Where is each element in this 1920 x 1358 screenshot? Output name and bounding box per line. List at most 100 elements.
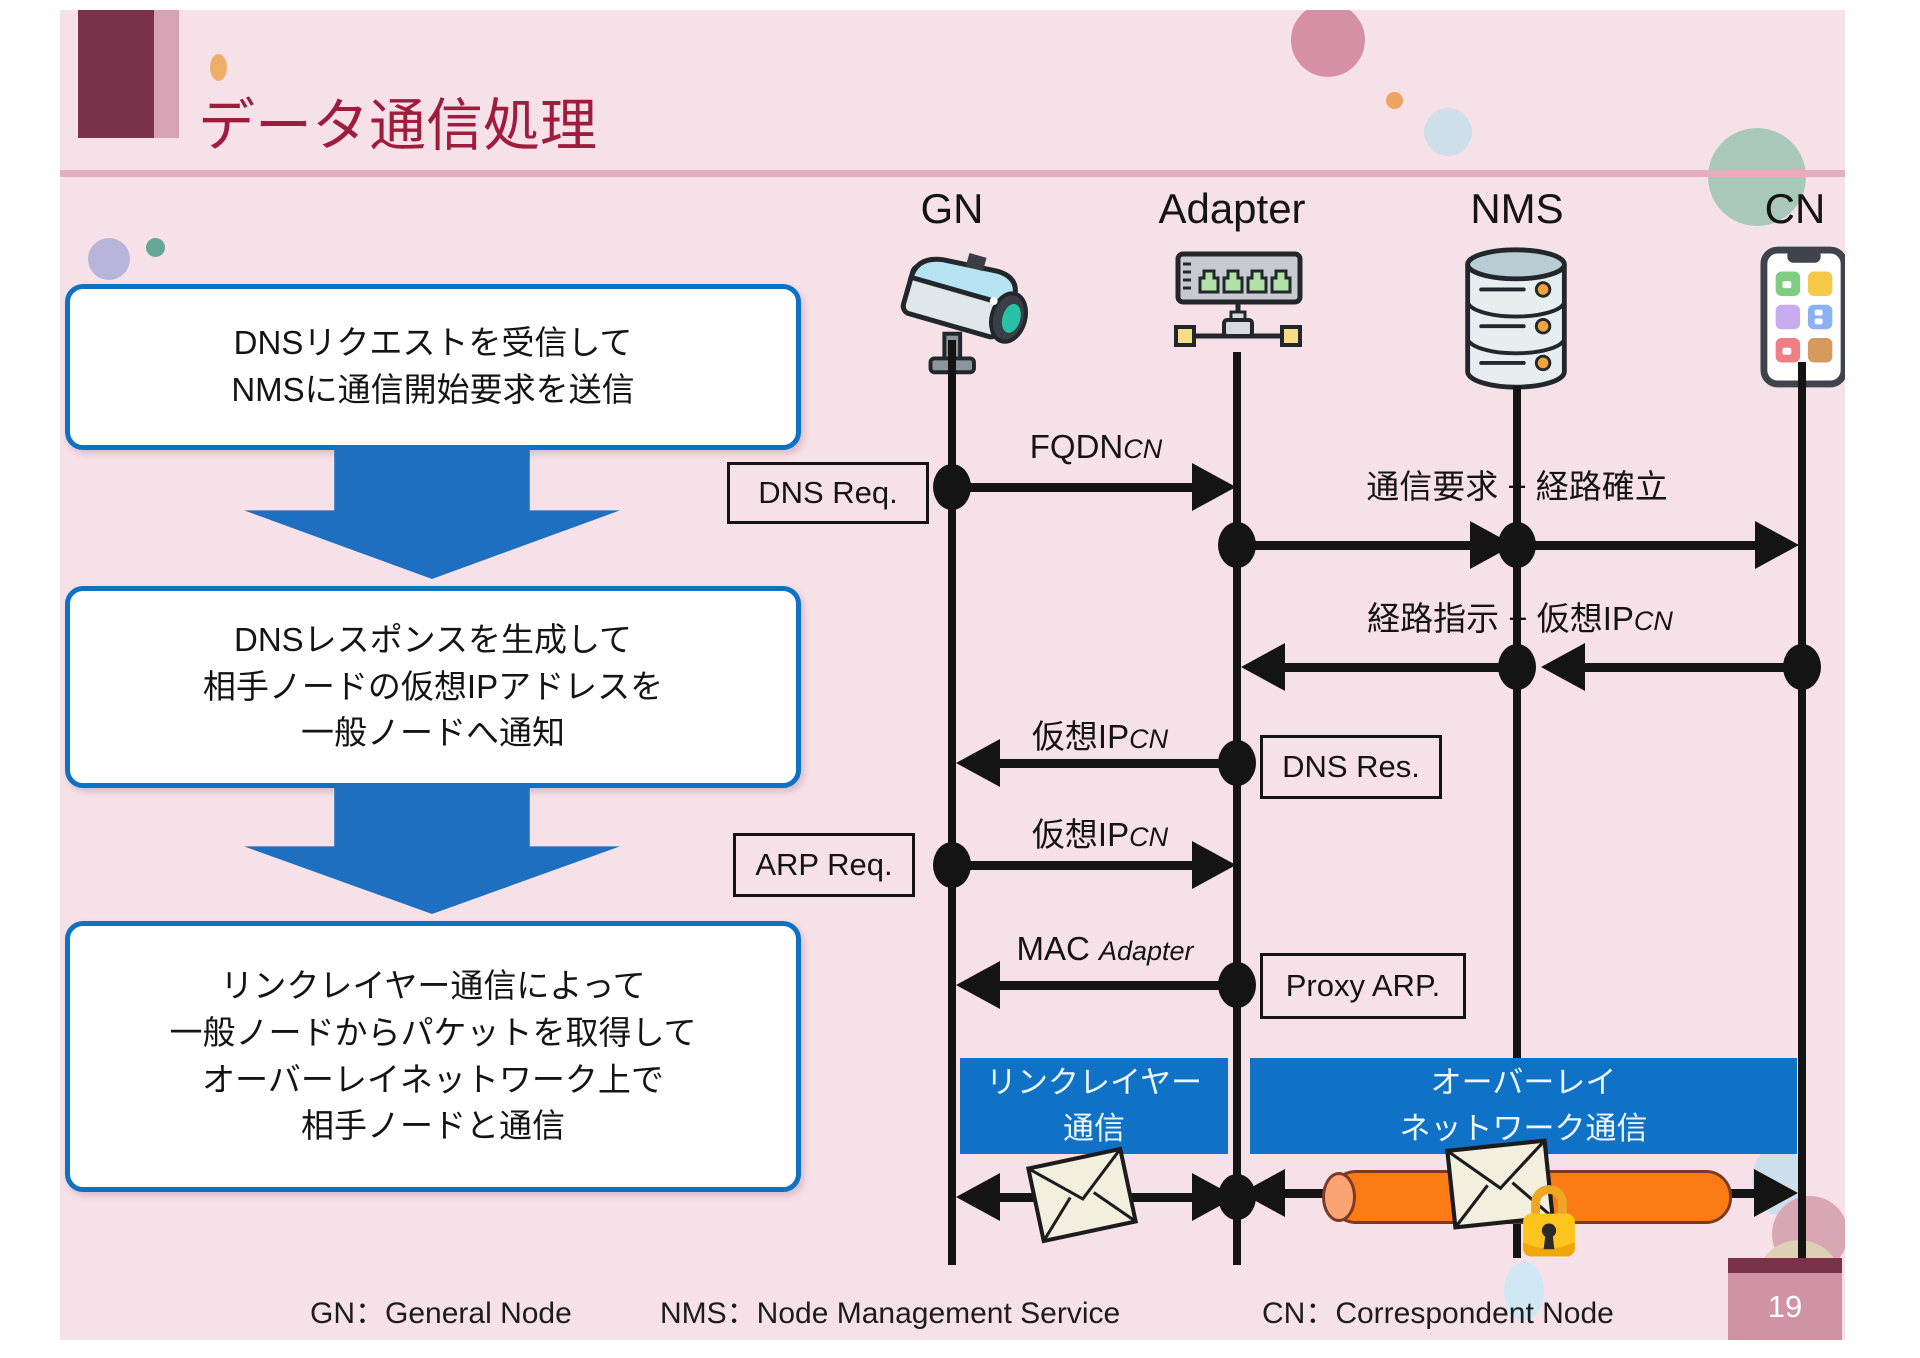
decor-circle-blue-topright — [1424, 108, 1472, 156]
page-number-accent — [1728, 1258, 1842, 1273]
message-line — [1285, 663, 1517, 672]
flow-arrow-down-1 — [244, 447, 620, 579]
smartphone-icon — [1760, 246, 1845, 388]
message-line — [998, 981, 1237, 990]
flow-step-2-line: 一般ノードへ通知 — [301, 714, 565, 752]
legend-cn: CN：Correspondent Node — [1262, 1297, 1614, 1330]
event-dot — [1218, 962, 1256, 1008]
page-number: 19 — [1728, 1273, 1842, 1340]
flow-step-2-line: 相手ノードの仮想IPアドレスを — [202, 667, 664, 705]
decor-circle-lavender — [88, 238, 130, 280]
event-dot — [1498, 644, 1536, 690]
camera-icon — [893, 240, 1051, 385]
decor-dot-orange-title — [210, 54, 227, 81]
arrowhead-left — [956, 1173, 1000, 1221]
message-line — [1237, 541, 1470, 550]
msg-vip-res-main: 仮想IP — [1031, 718, 1130, 755]
lifeline-label-adapter: Adapter — [1158, 185, 1306, 232]
tag-proxy-arp: Proxy ARP. — [1260, 953, 1466, 1019]
flow-step-2-line: DNSレスポンスを生成して — [233, 620, 633, 658]
flow-step-3-line: リンクレイヤー通信によって — [220, 966, 646, 1004]
lifeline-gn — [948, 340, 956, 1265]
flow-step-3-line: 相手ノードと通信 — [301, 1107, 565, 1145]
tag-arp-req: ARP Req. — [733, 833, 915, 897]
network-switch-icon — [1168, 248, 1308, 360]
msg-route-instruction: 経路指示 + 仮想IPCN — [1367, 592, 1673, 640]
tag-proxy-arp-label: Proxy ARP. — [1285, 968, 1441, 1003]
flow-step-1-line: NMSに通信開始要求を送信 — [231, 371, 635, 408]
decor-drop-blue-bottom — [1504, 1262, 1544, 1320]
tag-dns-res: DNS Res. — [1260, 735, 1442, 799]
arrowhead-right — [1192, 841, 1236, 889]
msg-fqdn: FQDNCN — [1030, 428, 1163, 466]
title-accent-block — [78, 10, 154, 138]
lifeline-label-gn: GN — [920, 185, 984, 232]
flow-step-3-line: 一般ノードからパケットを取得して — [169, 1013, 697, 1051]
band-link-layer-line: リンクレイヤー — [985, 1064, 1203, 1100]
arrowhead-left — [956, 739, 1000, 787]
msg-comm-request: 通信要求 + 経路確立 — [1366, 460, 1668, 508]
msg-mac-sub: Adapter — [1098, 936, 1194, 966]
lifeline-label-cn: CN — [1764, 185, 1826, 232]
decor-dot-orange-topright — [1386, 92, 1403, 109]
arrowhead-right — [1754, 1169, 1798, 1217]
flow-step-3-line: オーバーレイネットワーク上で — [202, 1060, 664, 1098]
msg-vip-res-sub: CN — [1129, 724, 1169, 754]
slide-background: データ通信処理 GN Adapter NMS CN — [60, 10, 1845, 1340]
message-line — [1583, 663, 1802, 672]
lifeline-label-nms: NMS — [1470, 185, 1564, 232]
arrowhead-right — [1192, 463, 1236, 511]
band-link-layer: リンクレイヤー 通信 — [960, 1058, 1228, 1154]
flow-step-2: DNSレスポンスを生成して 相手ノードの仮想IPアドレスを 一般ノードへ通知 — [65, 586, 801, 788]
title-accent-strip — [154, 10, 179, 138]
msg-virtual-ip-response: 仮想IPCN — [1032, 710, 1168, 758]
message-line — [1517, 541, 1756, 550]
arrowhead-left — [956, 961, 1000, 1009]
decor-circle-rose-top — [1291, 10, 1365, 77]
message-line — [998, 759, 1237, 768]
flow-step-1-line: DNSリクエストを受信して — [233, 324, 633, 362]
lifeline-cn — [1798, 362, 1806, 1295]
tag-arp-req-label: ARP Req. — [755, 847, 893, 882]
msg-vip-req-main: 仮想IP — [1031, 816, 1130, 853]
page-number-value: 19 — [1767, 1288, 1803, 1324]
msg-mac-adapter: MAC Adapter — [1016, 930, 1193, 968]
tunnel-end-cap — [1322, 1172, 1356, 1222]
tag-dns-res-label: DNS Res. — [1282, 749, 1420, 784]
event-dot — [1783, 644, 1821, 690]
msg-fqdn-main: FQDN — [1029, 428, 1124, 465]
envelope-icon — [1025, 1145, 1139, 1244]
decor-circle-sage — [1708, 128, 1806, 226]
arrowhead-left — [1241, 1169, 1285, 1217]
decor-dot-teal — [146, 238, 165, 257]
message-line — [952, 483, 1196, 492]
legend-nms: NMS：Node Management Service — [660, 1297, 1121, 1330]
band-overlay-line: オーバーレイ — [1430, 1064, 1617, 1100]
msg-vip-req-sub: CN — [1129, 822, 1169, 852]
event-dot — [1218, 740, 1256, 786]
database-icon — [1458, 242, 1574, 394]
msg-route-main: 経路指示 + 仮想IP — [1367, 600, 1634, 637]
flow-step-1: DNSリクエストを受信して NMSに通信開始要求を送信 — [65, 284, 801, 450]
tag-dns-req-label: DNS Req. — [758, 475, 898, 510]
msg-mac-main: MAC — [1016, 930, 1099, 967]
envelope-icon — [1444, 1135, 1557, 1233]
legend-gn: GN：General Node — [310, 1297, 572, 1330]
tag-dns-req: DNS Req. — [727, 462, 929, 524]
lifeline-adapter — [1233, 352, 1241, 1265]
msg-comm-request-text: 通信要求 + 経路確立 — [1366, 468, 1668, 505]
message-line — [952, 861, 1196, 870]
lock-icon — [1516, 1178, 1582, 1260]
msg-route-sub: CN — [1633, 606, 1673, 636]
msg-fqdn-sub: CN — [1123, 434, 1163, 464]
arrowhead-right — [1755, 521, 1799, 569]
band-link-layer-line: 通信 — [1063, 1111, 1125, 1146]
msg-virtual-ip-request: 仮想IPCN — [1032, 808, 1168, 856]
band-overlay-line: ネットワーク通信 — [1399, 1111, 1648, 1146]
arrowhead-left — [1241, 643, 1285, 691]
title-divider — [60, 170, 1845, 177]
flow-step-3: リンクレイヤー通信によって 一般ノードからパケットを取得して オーバーレイネット… — [65, 921, 801, 1192]
band-overlay-network: オーバーレイ ネットワーク通信 — [1250, 1058, 1797, 1154]
lifeline-nms — [1513, 386, 1521, 1258]
